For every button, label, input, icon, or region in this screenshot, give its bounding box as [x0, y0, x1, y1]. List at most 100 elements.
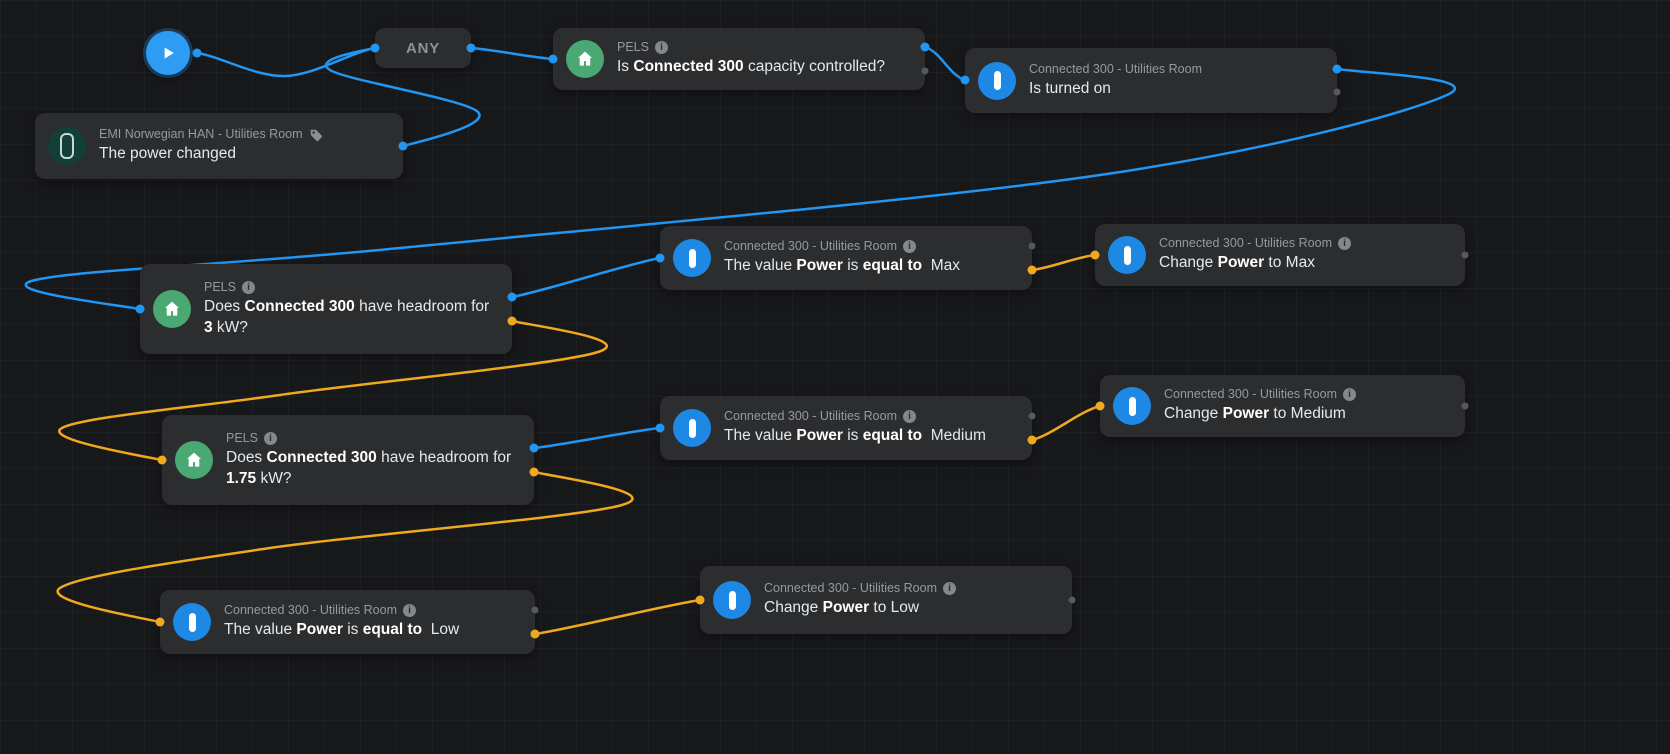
- edge-headroom-175kw-false--value-power-low-in[interactable]: [56, 470, 634, 624]
- port-false-headroom-3kw[interactable]: [507, 316, 517, 326]
- port-in-change-power-medium[interactable]: [1095, 401, 1105, 411]
- edge-headroom-3kw-false--headroom-175kw-in[interactable]: [58, 319, 609, 462]
- card-header-label: PELS: [617, 40, 649, 55]
- port-true-value-power-low[interactable]: [531, 606, 539, 614]
- card-header: Connected 300 - Utilities Room i: [224, 603, 459, 618]
- info-icon[interactable]: i: [654, 41, 668, 55]
- card-header-label: Connected 300 - Utilities Room: [1159, 236, 1332, 251]
- port-false-value-power-low[interactable]: [530, 629, 540, 639]
- port-out-change-power-low[interactable]: [1068, 596, 1076, 604]
- port-out-power-changed[interactable]: [398, 141, 408, 151]
- port-true-value-power-medium[interactable]: [1028, 412, 1036, 420]
- edge-value-power-medium-false--change-power-medium-in[interactable]: [1030, 404, 1102, 442]
- edge-power-changed-out--any-in[interactable]: [325, 46, 481, 148]
- info-icon[interactable]: i: [403, 604, 416, 618]
- port-out-start[interactable]: [192, 48, 202, 58]
- info-icon[interactable]: i: [263, 432, 277, 446]
- edge-headroom-3kw-true--value-power-max-in[interactable]: [510, 256, 662, 299]
- play-trigger-node[interactable]: [146, 31, 190, 75]
- card-title: Does Connected 300 have headroom for 3 k…: [204, 298, 494, 336]
- port-in-change-power-low[interactable]: [695, 595, 705, 605]
- tag-icon: [309, 128, 323, 142]
- edge-capacity-check-true--is-turned-on-in[interactable]: [923, 45, 967, 82]
- info-icon[interactable]: i: [1343, 388, 1356, 402]
- connected-300-device-icon: [978, 61, 1016, 100]
- port-out-change-power-medium[interactable]: [1461, 402, 1469, 410]
- card-header-label: Connected 300 - Utilities Room: [1029, 61, 1202, 76]
- card-header: EMI Norwegian HAN - Utilities Room: [99, 127, 323, 142]
- info-icon[interactable]: i: [903, 240, 916, 254]
- port-in-value-power-max[interactable]: [655, 253, 665, 263]
- logic-any-node[interactable]: ANY: [375, 28, 471, 68]
- info-icon[interactable]: i: [241, 281, 255, 295]
- card-title: The power changed: [99, 145, 237, 163]
- port-in-headroom-3kw[interactable]: [135, 304, 145, 314]
- edge-value-power-max-false--change-power-max-in[interactable]: [1030, 253, 1097, 272]
- card-title: Change Power to Medium: [1164, 405, 1346, 423]
- edge-is-turned-on-true--headroom-3kw-in[interactable]: [24, 67, 1457, 311]
- edge-start-out--any-in[interactable]: [195, 46, 377, 78]
- port-out-change-power-max[interactable]: [1461, 251, 1469, 259]
- info-icon[interactable]: i: [1338, 237, 1351, 251]
- port-in-any[interactable]: [370, 43, 380, 53]
- card-header: Connected 300 - Utilities Room i: [1159, 236, 1351, 251]
- port-false-capacity-check[interactable]: [921, 67, 929, 75]
- port-false-headroom-175kw[interactable]: [529, 467, 539, 477]
- edge-headroom-175kw-true--value-power-medium-in[interactable]: [532, 426, 662, 450]
- port-true-headroom-3kw[interactable]: [507, 292, 517, 302]
- port-true-is-turned-on[interactable]: [1332, 64, 1342, 74]
- edge-any-out--capacity-check-in[interactable]: [469, 46, 555, 61]
- port-in-is-turned-on[interactable]: [960, 75, 970, 85]
- info-icon[interactable]: i: [943, 582, 956, 596]
- card-header-label: PELS: [226, 431, 258, 446]
- port-in-headroom-175kw[interactable]: [157, 455, 167, 465]
- port-false-value-power-medium[interactable]: [1027, 435, 1037, 445]
- port-true-value-power-max[interactable]: [1028, 242, 1036, 250]
- pels-app-icon: [566, 40, 604, 78]
- flow-card-is-turned-on[interactable]: Connected 300 - Utilities Room Is turned …: [965, 48, 1337, 113]
- card-header: Connected 300 - Utilities Room i: [1164, 387, 1356, 402]
- port-false-value-power-max[interactable]: [1027, 265, 1037, 275]
- connected-300-device-icon: [1108, 236, 1146, 274]
- card-header-label: Connected 300 - Utilities Room: [224, 603, 397, 618]
- port-true-capacity-check[interactable]: [920, 42, 930, 52]
- connected-300-device-icon: [173, 603, 211, 641]
- connected-300-device-icon: [673, 409, 711, 447]
- card-title: Is turned on: [1029, 79, 1111, 97]
- port-in-change-power-max[interactable]: [1090, 250, 1100, 260]
- port-false-is-turned-on[interactable]: [1333, 88, 1341, 96]
- info-icon[interactable]: i: [903, 410, 916, 424]
- card-header-label: Connected 300 - Utilities Room: [764, 581, 937, 596]
- port-true-headroom-175kw[interactable]: [529, 443, 539, 453]
- port-in-capacity-check[interactable]: [548, 54, 558, 64]
- edge-value-power-low-false--change-power-low-in[interactable]: [533, 598, 702, 636]
- card-header-label: Connected 300 - Utilities Room: [1164, 387, 1337, 402]
- port-in-value-power-low[interactable]: [155, 617, 165, 627]
- port-out-any[interactable]: [466, 43, 476, 53]
- connected-300-device-icon: [673, 239, 711, 277]
- card-title: The value Power is equal to Low: [224, 621, 460, 639]
- port-in-value-power-medium[interactable]: [655, 423, 665, 433]
- card-title: Does Connected 300 have headroom for 1.7…: [226, 449, 516, 487]
